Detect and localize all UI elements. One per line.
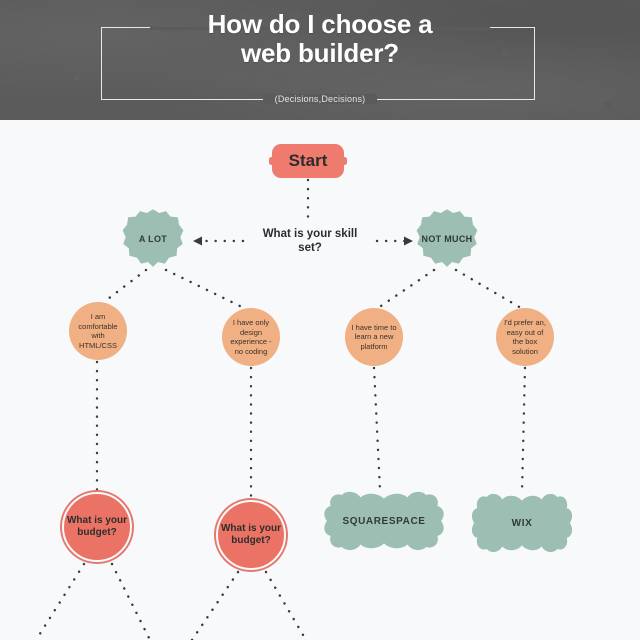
lobed-banner-icon [324, 491, 444, 551]
page-header: How do I choose a web builder? (Decision… [0, 0, 640, 120]
node-not-much[interactable]: NOT MUCH [416, 208, 478, 270]
node-start-label: Start [288, 151, 328, 170]
node-option-time-to-learn[interactable]: I have time to learn a new platform [345, 308, 403, 366]
edge-alot-to-opt2 [164, 268, 246, 310]
node-not-much-label: NOT MUCH [421, 233, 473, 244]
edge-opt3-to-squarespace [372, 366, 382, 492]
page-title-line-1: How do I choose a [207, 9, 433, 39]
arrowhead-right-to-notmuch [404, 236, 413, 246]
node-option-label: I'd prefer an, easy out of the box solut… [504, 318, 546, 356]
edge-budget2-left [190, 570, 240, 640]
node-start[interactable]: Start [269, 144, 347, 178]
node-result-squarespace[interactable]: SQUARESPACE [322, 490, 446, 552]
node-a-lot[interactable]: A LOT [122, 208, 184, 270]
node-result-label: WIX [511, 517, 533, 529]
node-budget-decision-1[interactable]: What is your budget? [62, 492, 132, 562]
page-title-line-2: web builder? [241, 38, 399, 68]
lobed-banner-icon [471, 493, 573, 553]
edge-budget1-left [34, 562, 86, 640]
page-subtitle: (Decisions,Decisions) [262, 94, 378, 104]
node-budget-decision-2[interactable]: What is your budget? [216, 500, 286, 570]
flowchart-connectors [34, 178, 527, 640]
page-subtitle-wrapper: (Decisions,Decisions) [0, 89, 640, 107]
node-a-lot-label: A LOT [138, 233, 168, 244]
node-budget-label: What is your budget? [220, 523, 281, 546]
node-option-design-only[interactable]: I have only design experience - no codin… [222, 308, 280, 366]
edge-budget2-right [264, 570, 308, 640]
edge-alot-to-opt1 [102, 268, 148, 304]
edge-notmuch-to-opt4 [454, 268, 523, 310]
node-result-label: SQUARESPACE [342, 515, 426, 527]
arrowhead-left-to-alot [193, 236, 202, 246]
scalloped-badge-icon [416, 209, 478, 267]
node-budget-label: What is your budget? [66, 515, 127, 538]
header-frame-gap-top [150, 27, 490, 30]
edge-budget1-right [110, 562, 152, 640]
node-option-label: I have only design experience - no codin… [230, 318, 272, 356]
node-option-html-css[interactable]: I am comfortable with HTML/CSS [69, 302, 127, 360]
node-question-skill-set: What is your skill set? [250, 224, 370, 258]
node-question-label: What is your skill set? [262, 228, 358, 254]
node-result-wix[interactable]: WIX [470, 492, 574, 554]
node-option-label: I am comfortable with HTML/CSS [78, 312, 118, 350]
node-option-label: I have time to learn a new platform [351, 322, 397, 351]
flowchart-canvas: Start A LOT What is your skill set? NOT … [0, 120, 640, 640]
page-title: How do I choose a web builder? [0, 10, 640, 68]
node-option-out-of-box[interactable]: I'd prefer an, easy out of the box solut… [496, 308, 554, 366]
edge-notmuch-to-opt3 [376, 268, 436, 310]
edge-opt4-to-wix [520, 366, 527, 494]
scalloped-badge-icon [122, 209, 184, 267]
